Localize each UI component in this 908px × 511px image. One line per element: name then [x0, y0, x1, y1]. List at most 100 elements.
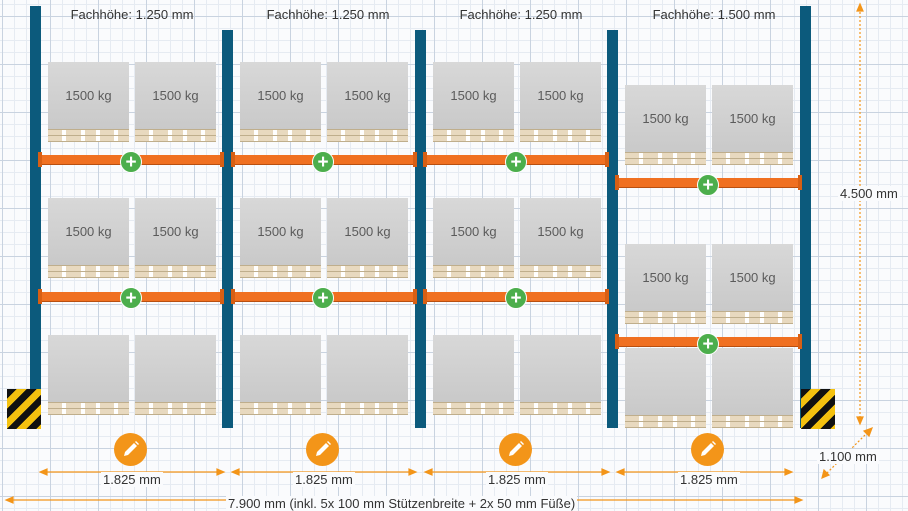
edit-bay-button[interactable]: [114, 433, 147, 466]
add-level-button[interactable]: +: [120, 287, 142, 309]
load-box: [433, 335, 514, 402]
pallet-load: 1500 kg: [327, 198, 408, 278]
pallet-load: [520, 335, 601, 415]
add-level-button[interactable]: +: [697, 333, 719, 355]
pallet-load: [433, 335, 514, 415]
pallet: [327, 402, 408, 415]
pallet-load: 1500 kg: [240, 62, 321, 142]
total-width-label: 7.900 mm (inkl. 5x 100 mm Stützenbreite …: [226, 496, 578, 511]
pallet-load: 1500 kg: [520, 198, 601, 278]
load-box: [240, 335, 321, 402]
pallet: [135, 129, 216, 142]
load-label: 1500 kg: [48, 198, 129, 265]
pallet: [327, 265, 408, 278]
pallet: [240, 265, 321, 278]
load-box: [625, 348, 706, 415]
pallet: [135, 265, 216, 278]
load-label: 1500 kg: [327, 62, 408, 129]
bay-title-1: Fachhöhe: 1.250 mm: [70, 7, 194, 22]
pallet: [48, 402, 129, 415]
pencil-icon: [509, 441, 524, 456]
load-label: 1500 kg: [520, 62, 601, 129]
pallet-load: 1500 kg: [520, 62, 601, 142]
load-label: 1500 kg: [433, 198, 514, 265]
load-label: 1500 kg: [240, 62, 321, 129]
pallet-load: [48, 335, 129, 415]
pallet: [327, 129, 408, 142]
pallet-load: 1500 kg: [240, 198, 321, 278]
upright-3: [415, 30, 426, 428]
upright-5: [800, 6, 811, 428]
upright-2: [222, 30, 233, 428]
add-level-button[interactable]: +: [505, 287, 527, 309]
pallet: [433, 129, 514, 142]
upright-1: [30, 6, 41, 428]
pallet-load: 1500 kg: [712, 244, 793, 324]
pallet: [520, 129, 601, 142]
load-box: [135, 335, 216, 402]
pallet: [625, 152, 706, 165]
upright-4: [607, 30, 618, 428]
plus-icon: +: [125, 288, 137, 309]
plus-icon: +: [317, 288, 329, 309]
plus-icon: +: [510, 152, 522, 173]
pallet: [48, 265, 129, 278]
load-box: [712, 348, 793, 415]
pallet: [240, 402, 321, 415]
pallet: [625, 311, 706, 324]
pallet-load: 1500 kg: [48, 62, 129, 142]
pallet: [625, 415, 706, 428]
add-level-button[interactable]: +: [505, 151, 527, 173]
pallet-load: 1500 kg: [625, 85, 706, 165]
add-level-button[interactable]: +: [312, 151, 334, 173]
load-label: 1500 kg: [135, 198, 216, 265]
pencil-icon: [124, 441, 139, 456]
pallet-load: [135, 335, 216, 415]
pallet: [48, 129, 129, 142]
edit-bay-button[interactable]: [306, 433, 339, 466]
pallet: [712, 152, 793, 165]
load-label: 1500 kg: [712, 85, 793, 152]
pallet: [712, 415, 793, 428]
bay-width-label-1: 1.825 mm: [101, 472, 163, 487]
plus-icon: +: [510, 288, 522, 309]
add-level-button[interactable]: +: [697, 174, 719, 196]
load-box: [327, 335, 408, 402]
pallet-load: 1500 kg: [135, 198, 216, 278]
load-label: 1500 kg: [712, 244, 793, 311]
add-level-button[interactable]: +: [312, 287, 334, 309]
pallet-load: [327, 335, 408, 415]
pallet: [135, 402, 216, 415]
plus-icon: +: [702, 175, 714, 196]
height-label: 4.500 mm: [838, 186, 900, 201]
bay-title-3: Fachhöhe: 1.250 mm: [459, 7, 583, 22]
pallet: [433, 265, 514, 278]
pallet-load: 1500 kg: [625, 244, 706, 324]
pallet-load: [240, 335, 321, 415]
plus-icon: +: [125, 152, 137, 173]
edit-bay-button[interactable]: [691, 433, 724, 466]
plus-icon: +: [317, 152, 329, 173]
load-label: 1500 kg: [327, 198, 408, 265]
pallet-load: 1500 kg: [712, 85, 793, 165]
foot-right: [801, 389, 835, 429]
pallet: [712, 311, 793, 324]
bay-width-label-2: 1.825 mm: [293, 472, 355, 487]
add-level-button[interactable]: +: [120, 151, 142, 173]
load-label: 1500 kg: [240, 198, 321, 265]
pallet: [520, 402, 601, 415]
bay-width-label-3: 1.825 mm: [486, 472, 548, 487]
pallet-load: 1500 kg: [48, 198, 129, 278]
pallet-load: [625, 348, 706, 428]
load-label: 1500 kg: [433, 62, 514, 129]
pallet-load: [712, 348, 793, 428]
edit-bay-button[interactable]: [499, 433, 532, 466]
load-label: 1500 kg: [135, 62, 216, 129]
pallet: [240, 129, 321, 142]
load-box: [48, 335, 129, 402]
bay-title-4: Fachhöhe: 1.500 mm: [652, 7, 776, 22]
foot-left: [7, 389, 41, 429]
load-label: 1500 kg: [48, 62, 129, 129]
bay-title-2: Fachhöhe: 1.250 mm: [266, 7, 390, 22]
depth-label: 1.100 mm: [817, 449, 879, 464]
